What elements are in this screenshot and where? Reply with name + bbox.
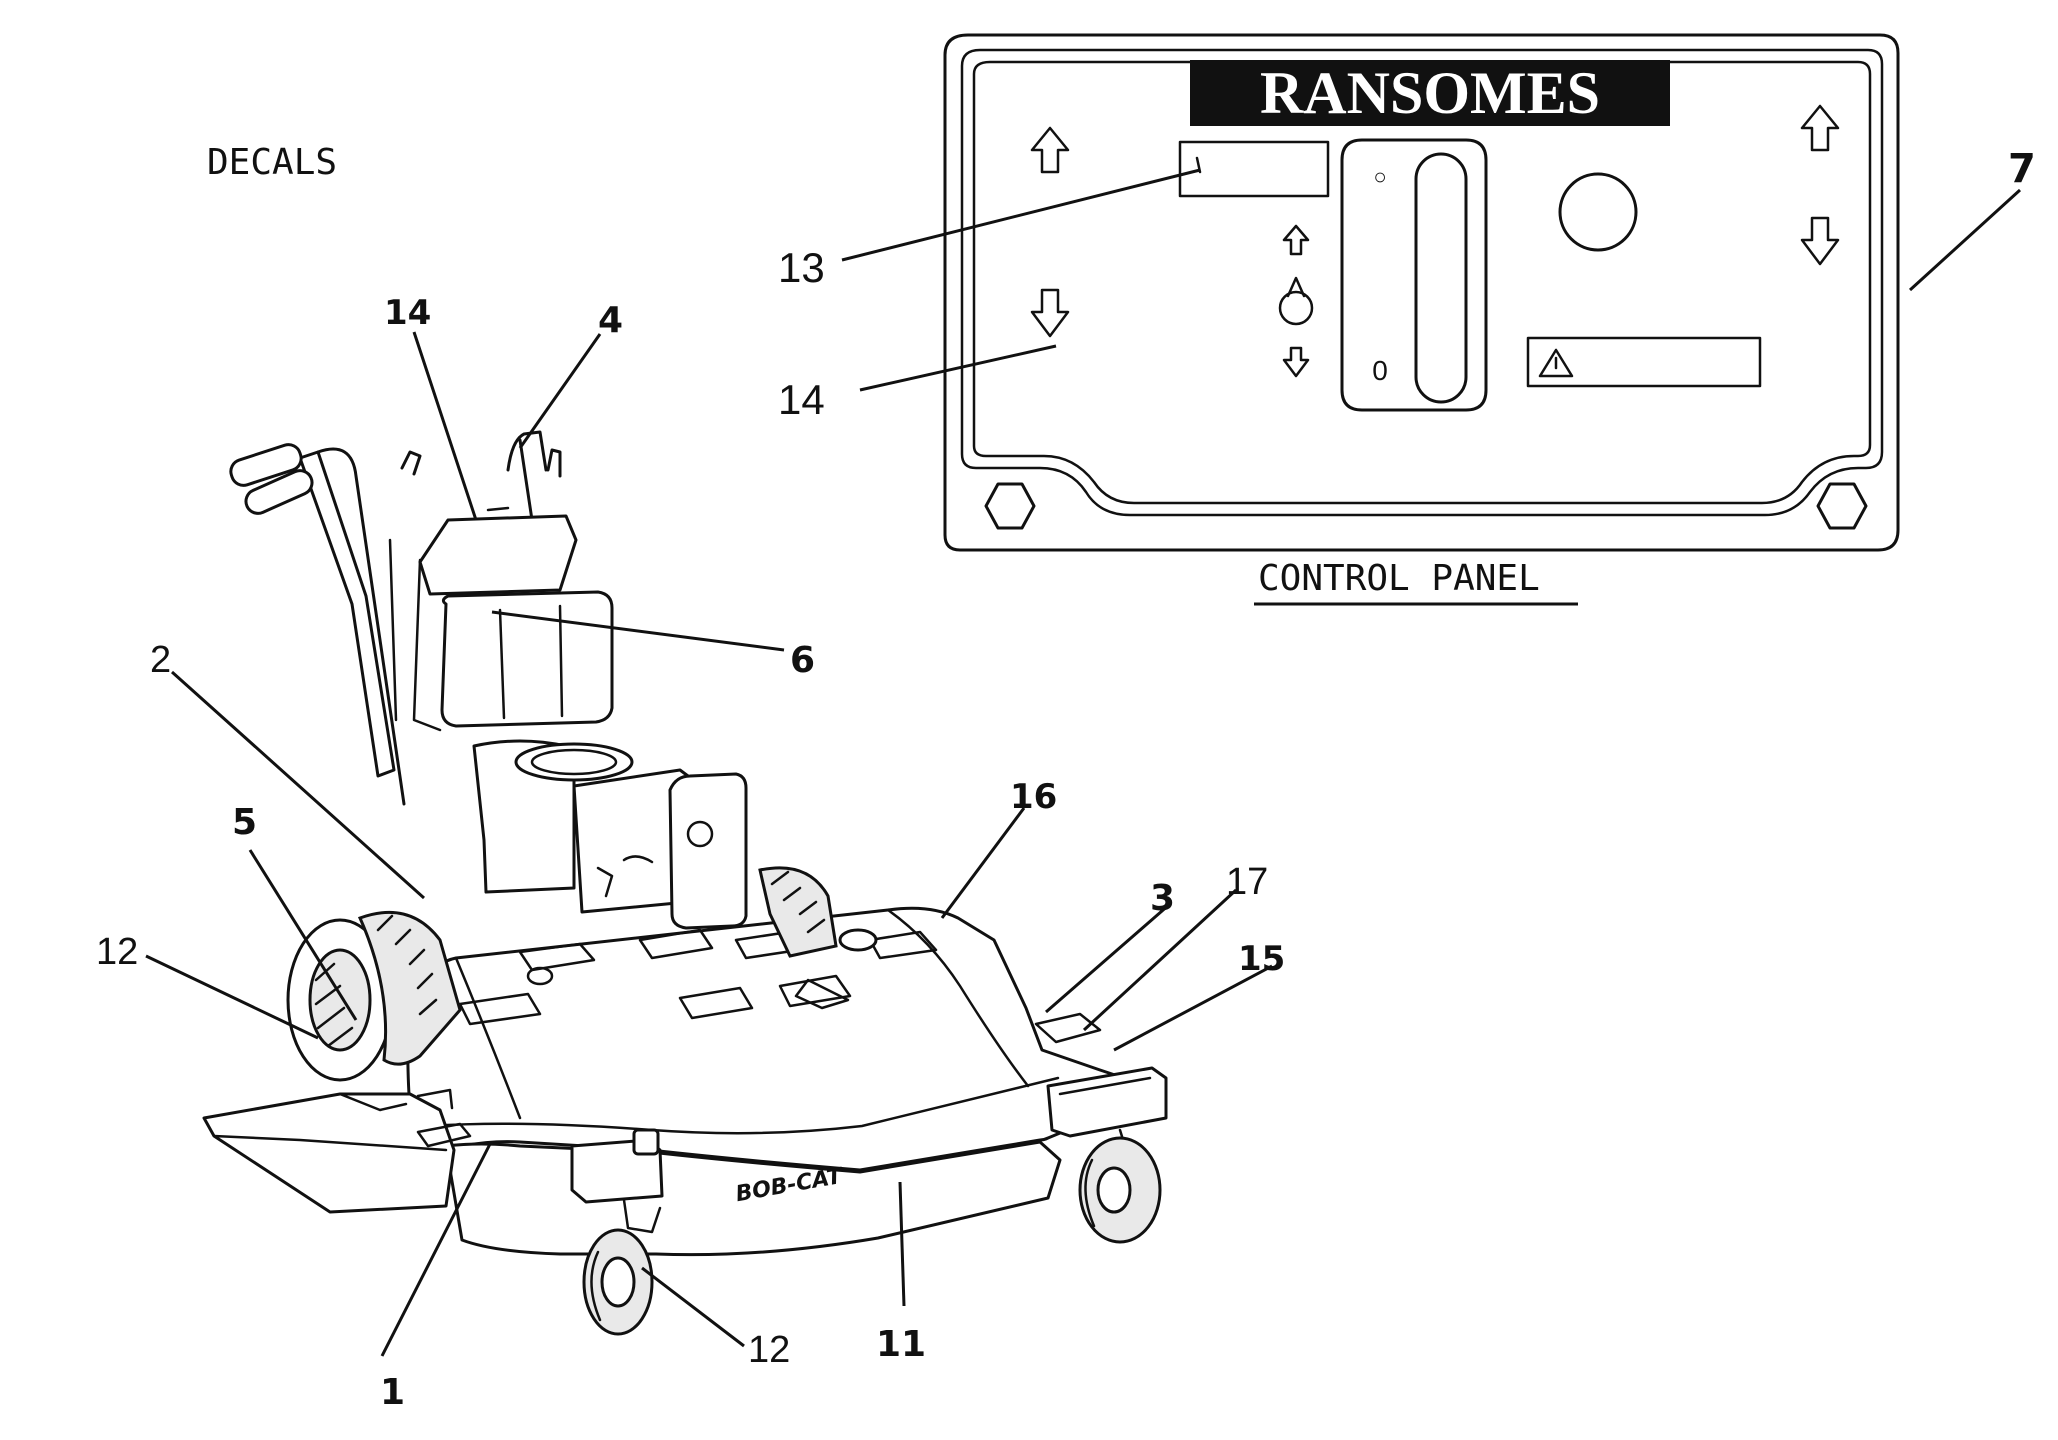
brand-banner: [1190, 60, 1670, 126]
brand-logo: RANSOMES: [1260, 60, 1600, 126]
callout-5: 5: [232, 802, 257, 843]
handle-grip: [229, 443, 303, 487]
ignition-switch[interactable]: [1558, 172, 1638, 252]
callout-11: 11: [876, 1324, 926, 1365]
callout-4: 4: [598, 300, 623, 341]
callout-7: 7: [2008, 146, 2036, 192]
key-icon: [1278, 276, 1314, 326]
callout-14-panel: 14: [778, 376, 825, 423]
throttle-slot[interactable]: [1414, 152, 1468, 404]
callout-12-rear: 12: [96, 931, 138, 973]
decal-label-13: [1178, 140, 1330, 198]
arrow-down-icon: [1030, 288, 1070, 338]
control-panel-inner-border-2: [972, 60, 1872, 505]
callout-16: 16: [1010, 777, 1057, 817]
callout-14-mower: 14: [384, 293, 431, 333]
control-panel-caption: CONTROL PANEL: [1258, 558, 1540, 599]
upper-console: [418, 514, 578, 596]
mower-handle-bar: [316, 447, 406, 806]
arrow-down-icon: [1800, 216, 1840, 266]
callout-13: 13: [778, 244, 825, 291]
callout-6: 6: [790, 640, 815, 681]
callouts: 13 14 7 14 4 6 2 5 12 16 3 17 15 1 12 11: [96, 146, 2036, 1413]
arrow-up-icon: [1282, 224, 1310, 256]
bolt-icon: [1816, 482, 1868, 530]
throttle-stop-mark: 0: [1372, 355, 1388, 386]
handle-grip: [244, 469, 314, 515]
callout-1: 1: [380, 1372, 405, 1413]
mower-deck: [406, 906, 1142, 1172]
bolt-icon: [984, 482, 1036, 530]
arrow-up-icon: [1030, 126, 1070, 174]
section-title: DECALS: [207, 142, 337, 183]
fuel-tank: [440, 590, 614, 728]
callout-3: 3: [1150, 878, 1175, 919]
control-panel-outer-border: [943, 33, 1900, 552]
caster-bracket-right: [1046, 1066, 1168, 1138]
callout-2: 2: [150, 639, 171, 681]
throttle-fast-mark: ○: [1373, 164, 1386, 189]
rear-tire-right: [758, 866, 838, 958]
rear-tire-left: [357, 910, 462, 1066]
leader-lines: [145, 168, 2022, 1357]
arrow-down-icon: [1282, 346, 1310, 378]
engine-side-panel: [668, 772, 748, 930]
callout-17: 17: [1226, 861, 1268, 903]
discharge-chute: [202, 1092, 456, 1214]
mower-handle-left: [298, 450, 396, 778]
warning-decal: [1526, 336, 1762, 388]
control-panel-inner-border: [960, 48, 1884, 517]
control-panel: RANSOMES ○ 0 CONTROL PANEL: [943, 33, 1900, 606]
callout-12-front: 12: [748, 1329, 790, 1371]
mower-illustration: BOB-CAT: [202, 430, 1168, 1336]
warning-triangle-icon: [1538, 348, 1574, 378]
callout-15: 15: [1238, 939, 1285, 979]
arrow-up-icon: [1800, 104, 1840, 152]
throttle-plate: [1340, 138, 1488, 412]
